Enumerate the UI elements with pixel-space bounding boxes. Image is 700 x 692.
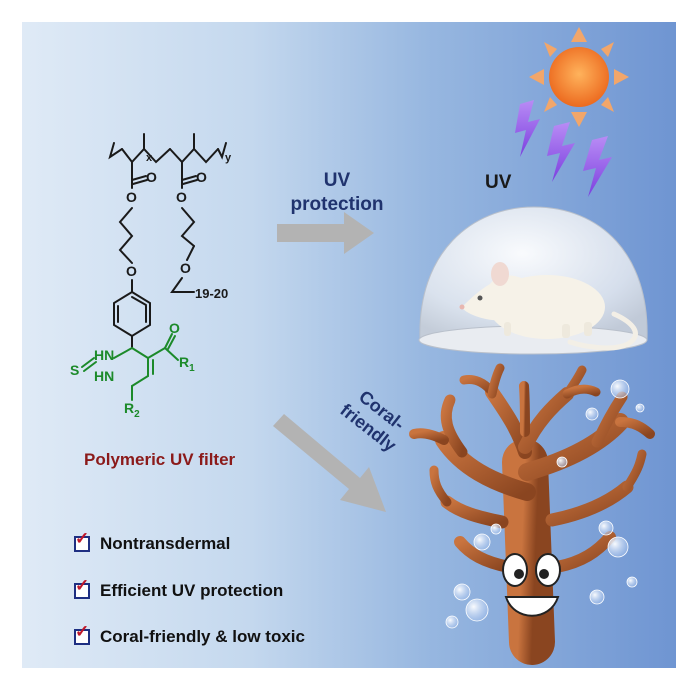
pyrimidine-ring <box>81 333 179 401</box>
atom-s: S <box>70 362 80 378</box>
atom-o6: O <box>180 260 191 276</box>
uv-protection-label: UV protection <box>282 169 392 217</box>
atom-o2: O <box>196 169 207 185</box>
graphic-panel: UV protection UV Coral- friendly Polymer… <box>22 22 676 668</box>
checklist-item: ✓ Efficient UV protection <box>74 576 284 601</box>
uv-protection-line1: UV <box>323 170 351 191</box>
subscript-y: y <box>225 152 232 164</box>
checklist-text: Coral-friendly & low toxic <box>100 627 305 646</box>
check-icon: ✓ <box>75 622 90 641</box>
sun-icon <box>529 27 629 127</box>
polymer-structure <box>108 133 227 349</box>
coral-icon <box>409 363 655 665</box>
checkbox-icon: ✓ <box>74 622 90 645</box>
checklist-item: ✓ Nontransdermal <box>74 529 231 554</box>
bubbles <box>445 379 645 629</box>
lightning-bolt-icon <box>515 100 612 197</box>
atom-hn1: HN <box>94 347 115 363</box>
repeat-count: 19-20 <box>195 286 229 301</box>
atom-o3: O <box>126 189 137 205</box>
checklist-text: Nontransdermal <box>100 534 231 553</box>
mouse-icon <box>459 262 638 351</box>
atom-o4: O <box>176 189 187 205</box>
group-r1: R1 <box>179 354 195 374</box>
illustration-canvas <box>81 27 655 665</box>
subscript-x: x <box>146 152 153 164</box>
uv-label: UV <box>485 172 512 193</box>
coral-friendly-arrow <box>273 414 386 512</box>
uv-protection-line2: protection <box>290 194 384 215</box>
coral-face <box>502 553 561 617</box>
checkbox-icon: ✓ <box>74 576 90 599</box>
check-icon: ✓ <box>75 576 90 595</box>
atom-o5: O <box>126 263 137 279</box>
checkbox-icon: ✓ <box>74 529 90 552</box>
uv-protection-arrow <box>277 212 374 254</box>
atom-o-green: O <box>169 320 180 336</box>
atom-o1: O <box>146 169 157 185</box>
polymer-title: Polymeric UV filter <box>84 450 236 469</box>
checklist-text: Efficient UV protection <box>100 581 284 600</box>
group-r2: R2 <box>124 400 140 420</box>
atom-hn2: HN <box>94 368 115 384</box>
check-icon: ✓ <box>75 529 90 548</box>
checklist-item: ✓ Coral-friendly & low toxic <box>74 622 305 647</box>
